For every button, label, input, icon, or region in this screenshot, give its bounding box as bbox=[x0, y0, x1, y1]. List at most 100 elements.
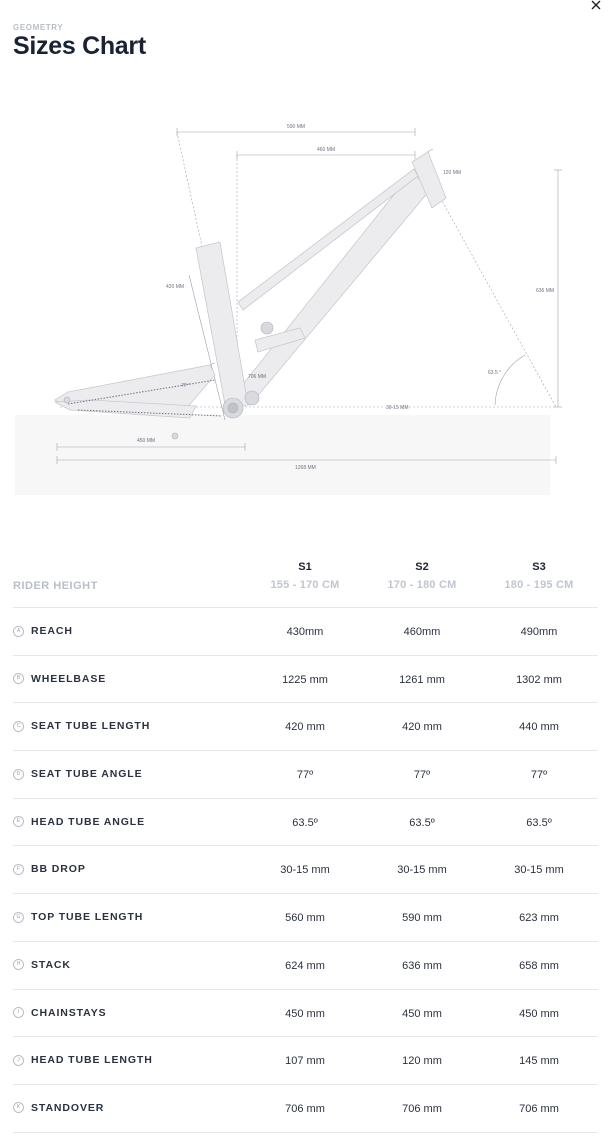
size-name: S2 bbox=[415, 561, 429, 573]
row-label: H STACK bbox=[13, 959, 71, 971]
row-label: J HEAD TUBE LENGTH bbox=[13, 1054, 153, 1066]
label-head-angle: 63.5 ° bbox=[488, 370, 501, 376]
label-bb-drop: 30-15 MM bbox=[386, 405, 409, 411]
row-letter-badge: I bbox=[13, 1007, 24, 1018]
cell-s1: 30-15 mm bbox=[280, 864, 330, 877]
row-label: A REACH bbox=[13, 625, 73, 637]
cell-s3: 1302 mm bbox=[516, 673, 562, 686]
size-range: 155 - 170 CM bbox=[270, 579, 340, 591]
cell-s1: 706 mm bbox=[285, 1102, 325, 1115]
cell-s2: 77º bbox=[413, 769, 431, 782]
row-name: HEAD TUBE LENGTH bbox=[31, 1054, 153, 1067]
sizes-table: RIDER HEIGHT S1 155 - 170 CM S2 170 - 18… bbox=[13, 556, 598, 1133]
table-header: RIDER HEIGHT S1 155 - 170 CM S2 170 - 18… bbox=[13, 556, 598, 608]
label-head-tube: 120 MM bbox=[443, 170, 461, 176]
head-angle-arc bbox=[494, 354, 526, 406]
label-seat-tube: 420 MM bbox=[166, 284, 184, 290]
row-name: BB DROP bbox=[31, 863, 86, 876]
cell-s3: 623 mm bbox=[519, 912, 559, 925]
label-top-tube: 590 MM bbox=[287, 124, 305, 130]
row-name: REACH bbox=[31, 625, 73, 637]
cell-s2: 460mm bbox=[403, 626, 441, 638]
row-letter-badge: A bbox=[13, 625, 24, 637]
construction-lines bbox=[60, 131, 557, 408]
row-label: I CHAINSTAYS bbox=[13, 1007, 107, 1019]
size-column-s2: S2 170 - 180 CM bbox=[367, 561, 477, 591]
row-letter-badge: D bbox=[13, 768, 24, 780]
row-name: WHEELBASE bbox=[31, 672, 107, 685]
cell-s1: 624 mm bbox=[285, 959, 325, 972]
cell-s1: 107 mm bbox=[285, 1055, 325, 1068]
row-letter-badge: C bbox=[13, 720, 24, 732]
row-label: D SEAT TUBE ANGLE bbox=[13, 768, 143, 780]
table-row: D SEAT TUBE ANGLE 77º 77º 77º bbox=[13, 751, 598, 799]
cell-s1: 430mm bbox=[286, 626, 324, 638]
row-label: G TOP TUBE LENGTH bbox=[13, 911, 143, 923]
row-label: C SEAT TUBE LENGTH bbox=[13, 720, 150, 732]
row-name: STANDOVER bbox=[31, 1101, 105, 1114]
page-title: Sizes Chart bbox=[13, 32, 146, 60]
row-letter-badge: J bbox=[13, 1054, 24, 1066]
row-label: E HEAD TUBE ANGLE bbox=[13, 816, 145, 828]
cell-s2: 1261 mm bbox=[399, 673, 445, 686]
cell-s2: 120 mm bbox=[402, 1055, 442, 1068]
table-row: B WHEELBASE 1225 mm 1261 mm 1302 mm bbox=[13, 656, 598, 704]
frame-details bbox=[63, 321, 274, 440]
cell-s3: 77º bbox=[530, 769, 548, 782]
size-range: 180 - 195 CM bbox=[504, 579, 574, 591]
label-chainstay: 450 MM bbox=[137, 438, 155, 444]
size-name: S1 bbox=[298, 561, 312, 573]
cell-s3: 450 mm bbox=[519, 1007, 559, 1020]
cell-s2: 63.5º bbox=[409, 816, 435, 829]
section-eyebrow: GEOMETRY bbox=[13, 23, 64, 32]
cell-s2: 636 mm bbox=[402, 959, 442, 972]
row-name: HEAD TUBE ANGLE bbox=[31, 815, 146, 828]
row-letter-badge: B bbox=[13, 673, 24, 685]
row-letter-badge: H bbox=[13, 959, 24, 971]
table-row: E HEAD TUBE ANGLE 63.5º 63.5º 63.5º bbox=[13, 799, 598, 847]
cell-s1: 560 mm bbox=[285, 912, 325, 925]
cell-s2: 590 mm bbox=[402, 912, 442, 925]
cell-s1: 420 mm bbox=[285, 721, 325, 734]
dimension-lines bbox=[56, 128, 562, 464]
diagram-ground-shadow bbox=[15, 415, 550, 495]
table-row: G TOP TUBE LENGTH 560 mm 590 mm 623 mm bbox=[13, 894, 598, 942]
cell-s2: 30-15 mm bbox=[397, 864, 447, 877]
size-column-s3: S3 180 - 195 CM bbox=[484, 561, 594, 591]
cell-s2: 420 mm bbox=[402, 721, 442, 734]
label-stack: 636 MM bbox=[536, 288, 554, 294]
label-reach: 460 MM bbox=[317, 147, 335, 153]
cell-s3: 145 mm bbox=[519, 1055, 559, 1068]
row-letter-badge: E bbox=[13, 816, 24, 828]
label-wheelbase: 1268 MM bbox=[295, 465, 316, 471]
label-standover: 706 MM bbox=[248, 374, 266, 380]
cell-s1: 63.5º bbox=[292, 816, 318, 829]
cell-s1: 450 mm bbox=[285, 1007, 325, 1020]
geometry-diagram: 590 MM 460 MM 120 MM 636 MM 420 MM 77 ° … bbox=[15, 124, 562, 495]
row-name: CHAINSTAYS bbox=[31, 1006, 107, 1019]
close-button[interactable] bbox=[588, 0, 604, 14]
cell-s3: 490mm bbox=[520, 626, 558, 638]
row-letter-badge: G bbox=[13, 911, 24, 923]
cell-s3: 30-15 mm bbox=[514, 864, 564, 877]
row-name: TOP TUBE LENGTH bbox=[31, 911, 144, 924]
row-name: SEAT TUBE LENGTH bbox=[31, 720, 151, 733]
label-seat-angle: 77 ° bbox=[181, 383, 190, 389]
cell-s2: 450 mm bbox=[402, 1007, 442, 1020]
cell-s3: 63.5º bbox=[526, 816, 552, 829]
cell-s3: 440 mm bbox=[519, 721, 559, 734]
cell-s3: 706 mm bbox=[519, 1102, 559, 1115]
cell-s1: 77º bbox=[296, 769, 314, 782]
row-name: SEAT TUBE ANGLE bbox=[31, 768, 143, 781]
bike-frame bbox=[53, 151, 447, 419]
row-name: STACK bbox=[31, 958, 71, 971]
table-row: A REACH 430mm 460mm 490mm bbox=[13, 608, 598, 656]
size-column-s1: S1 155 - 170 CM bbox=[250, 561, 360, 591]
cell-s2: 706 mm bbox=[402, 1102, 442, 1115]
cell-s1: 1225 mm bbox=[282, 673, 328, 686]
